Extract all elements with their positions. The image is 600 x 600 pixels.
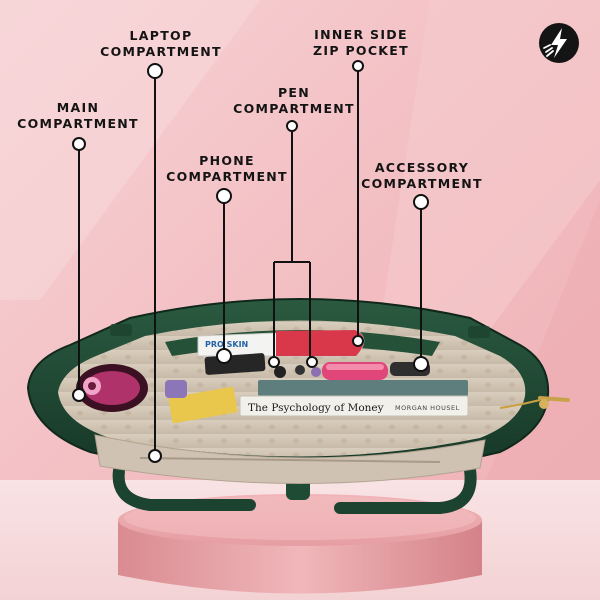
book-title: The Psychology of Money bbox=[248, 402, 384, 414]
label-line: INNER SIDE bbox=[314, 27, 408, 42]
label-pen-compartment: PEN COMPARTMENT bbox=[228, 85, 360, 117]
label-line: LAPTOP bbox=[129, 28, 193, 43]
label-line: ZIP POCKET bbox=[313, 43, 409, 58]
label-line: PHONE bbox=[199, 153, 255, 168]
label-line: COMPARTMENT bbox=[100, 44, 222, 59]
callouts bbox=[78, 71, 422, 455]
label-accessory-compartment: ACCESSORY COMPARTMENT bbox=[356, 160, 488, 192]
label-inner-side-zip-pocket: INNER SIDE ZIP POCKET bbox=[302, 27, 420, 59]
label-phone-compartment: PHONE COMPARTMENT bbox=[162, 153, 292, 185]
label-laptop-compartment: LAPTOP COMPARTMENT bbox=[96, 28, 226, 60]
label-line: COMPARTMENT bbox=[233, 101, 355, 116]
book-stack: The Psychology of Money MORGAN HOUSEL bbox=[239, 380, 469, 417]
lightning-bolt-icon bbox=[539, 23, 579, 63]
book-author: MORGAN HOUSEL bbox=[395, 404, 460, 412]
label-line: COMPARTMENT bbox=[166, 169, 288, 184]
label-line: COMPARTMENT bbox=[361, 176, 483, 191]
label-line: ACCESSORY bbox=[374, 160, 470, 175]
cream-tube: PRO SKIN bbox=[197, 329, 365, 357]
bag-illustration: PRO SKIN The Psychology of Money MORGAN … bbox=[26, 298, 570, 514]
label-main-compartment: MAIN COMPARTMENT bbox=[14, 100, 142, 132]
callout-dots bbox=[72, 60, 429, 463]
hair-brush bbox=[76, 364, 148, 412]
label-line: PEN bbox=[277, 85, 311, 100]
label-line: COMPARTMENT bbox=[17, 116, 139, 131]
label-line: MAIN bbox=[56, 100, 100, 115]
tube-brand: PRO SKIN bbox=[205, 340, 248, 349]
